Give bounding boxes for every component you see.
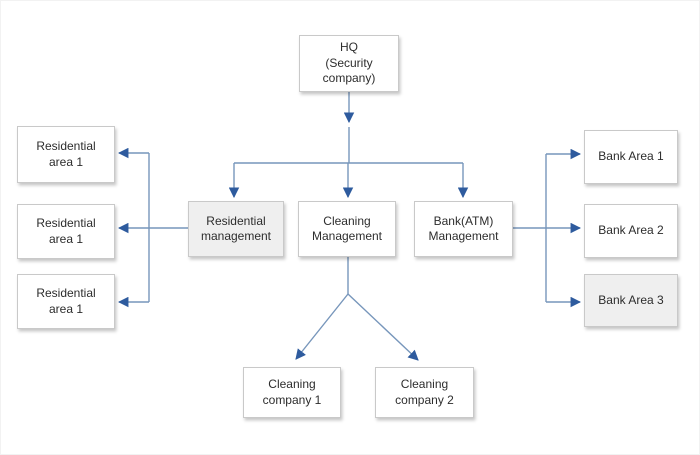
node-cleaning-company-1: Cleaning company 1: [243, 367, 341, 418]
node-residential-management: Residential management: [188, 201, 284, 257]
node-residential-area-1: Residential area 1: [17, 126, 115, 183]
node-bank-atm-management: Bank(ATM) Management: [414, 201, 513, 257]
node-cleaning-management: Cleaning Management: [298, 201, 396, 257]
node-bank-area-2: Bank Area 2: [584, 204, 678, 258]
edge-to-company2: [347, 293, 419, 361]
node-residential-area-3: Residential area 1: [17, 274, 115, 329]
node-hq: HQ (Security company): [299, 35, 399, 92]
node-residential-area-2: Residential area 1: [17, 204, 115, 259]
node-bank-area-3: Bank Area 3: [584, 274, 678, 327]
edge-to-company1: [295, 293, 349, 360]
node-bank-area-1: Bank Area 1: [584, 130, 678, 184]
node-cleaning-company-2: Cleaning company 2: [375, 367, 474, 418]
